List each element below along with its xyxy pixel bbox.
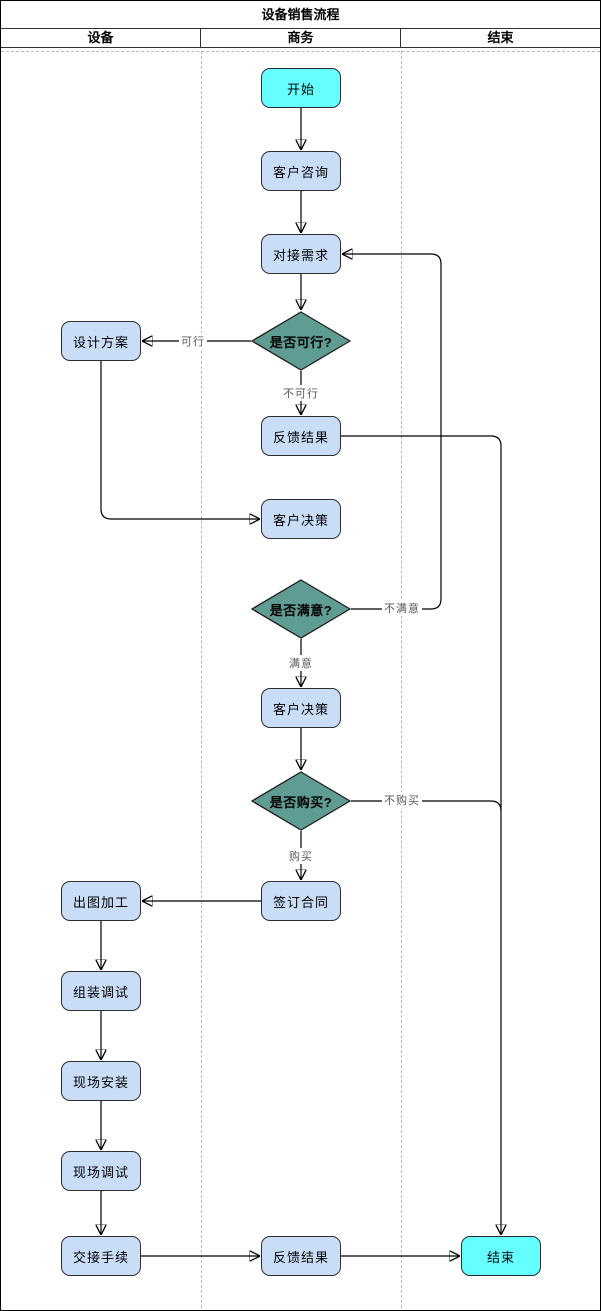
node-end: 结束 (461, 1236, 541, 1276)
node-onsite-debug: 现场调试 (61, 1151, 141, 1191)
node-customer-decision-2: 客户决策 (261, 688, 341, 728)
node-purchase-decision: 是否购买? (251, 771, 351, 831)
edge-label-no-purchase: 不购买 (382, 792, 422, 808)
node-assembly-debug: 组装调试 (61, 971, 141, 1011)
lane-divider-2 (401, 51, 402, 1308)
node-align-needs: 对接需求 (261, 234, 341, 274)
lane-header-end: 结束 (487, 30, 514, 45)
edge-label-infeasible: 不可行 (281, 385, 321, 401)
node-design-plan: 设计方案 (61, 321, 141, 361)
node-purchase-decision-label: 是否购买? (269, 794, 333, 810)
node-start: 开始 (261, 68, 341, 108)
edge-label-feasible: 可行 (179, 333, 207, 349)
lane-header-business: 商务 (201, 29, 401, 47)
edge-unsatisfied-to-needs (343, 254, 442, 610)
diagram-title: 设备销售流程 (1, 1, 600, 29)
lane-header-row: 设备 商务 结束 (1, 29, 600, 48)
node-feasible-decision-label: 是否可行? (269, 334, 333, 350)
node-drawing-machining: 出图加工 (61, 881, 141, 921)
node-feedback-result-2: 反馈结果 (261, 1236, 341, 1276)
edge-label-satisfied: 满意 (287, 655, 315, 671)
node-feedback-result-1: 反馈结果 (261, 416, 341, 456)
edge-label-purchase: 购买 (287, 848, 315, 864)
edge-feedback-to-end (341, 435, 501, 1234)
node-satisfied-decision: 是否满意? (251, 579, 351, 639)
node-sign-contract: 签订合同 (261, 881, 341, 921)
edge-nopurchase-join (351, 800, 502, 812)
edge-label-unsatisfied: 不满意 (382, 600, 422, 616)
node-handover: 交接手续 (61, 1236, 141, 1276)
node-onsite-install: 现场安装 (61, 1061, 141, 1101)
lane-header-equipment: 设备 (1, 29, 201, 47)
node-customer-decision-1: 客户决策 (261, 499, 341, 539)
node-satisfied-decision-label: 是否满意? (269, 602, 333, 618)
edge-design-to-decision1 (100, 361, 259, 519)
node-customer-inquiry: 客户咨询 (261, 151, 341, 191)
node-feasible-decision: 是否可行? (251, 311, 351, 371)
lane-divider-1 (201, 51, 202, 1308)
lane-top-divider (1, 51, 600, 52)
